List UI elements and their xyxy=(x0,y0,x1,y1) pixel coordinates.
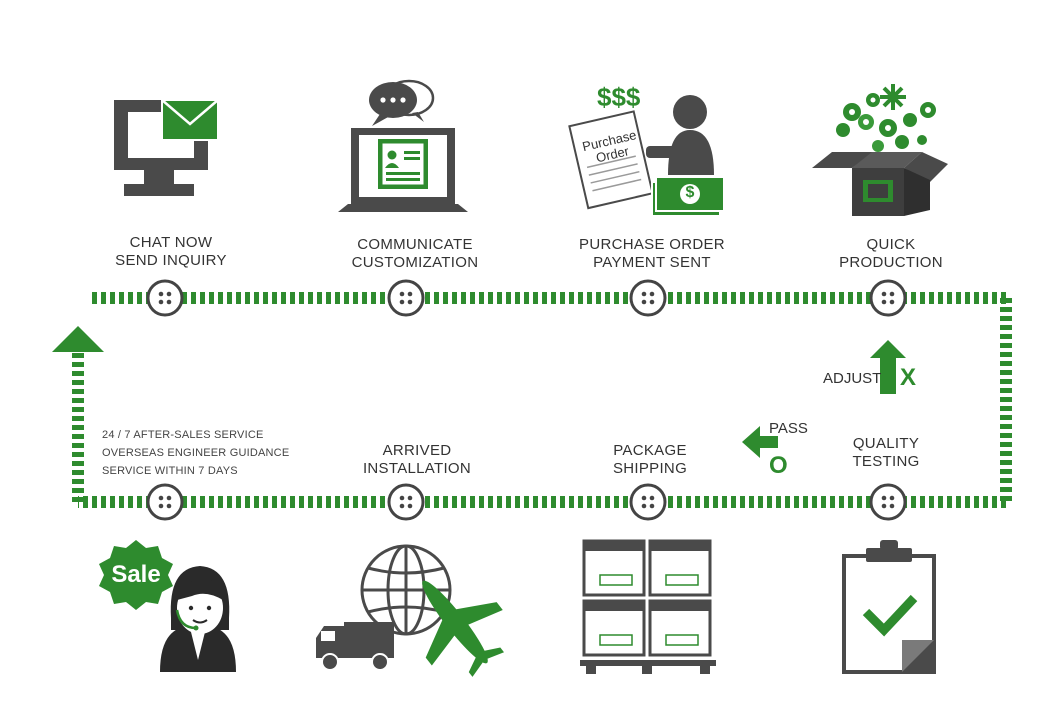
step-label-quality-line2: TESTING xyxy=(852,453,920,470)
node-quality xyxy=(869,483,907,521)
step-label-shipping-line1: PACKAGE xyxy=(613,442,687,459)
adjust-label: ADJUST xyxy=(823,370,882,387)
adjust-arrow-icon xyxy=(870,340,906,394)
pallet-boxes-icon xyxy=(580,539,716,674)
step-label-chat: CHAT NOW SEND INQUIRY xyxy=(71,234,271,270)
step-label-communicate: COMMUNICATE CUSTOMIZATION xyxy=(315,236,515,272)
step-label-production: QUICK PRODUCTION xyxy=(791,236,991,272)
step-label-shipping: PACKAGE SHIPPING xyxy=(550,442,750,478)
step-label-purchase-line2: PAYMENT SENT xyxy=(593,254,711,271)
truck-icon xyxy=(316,622,394,671)
node-shipping xyxy=(629,483,667,521)
service-line-1: 24 / 7 after-sales service xyxy=(102,429,264,441)
dollar-sign: $ xyxy=(685,184,695,201)
pass-arrow-icon xyxy=(742,426,778,458)
step-label-installation: ARRIVED INSTALLATION xyxy=(317,442,517,478)
step-label-shipping-line2: SHIPPING xyxy=(612,460,688,477)
node-production xyxy=(869,279,907,317)
step-label-communicate-line2: CUSTOMIZATION xyxy=(351,254,479,271)
pass-label: PASS xyxy=(769,420,808,437)
adjust-x-mark: X xyxy=(900,364,917,391)
globe-truck-plane-icon xyxy=(316,544,505,677)
after-sales-service-text: 24 / 7 after-sales service overseas engi… xyxy=(102,426,289,480)
step-label-purchase-line1: PURCHASE ORDER xyxy=(579,236,725,253)
computer-mail-icon xyxy=(114,99,219,196)
arrow-up-icon xyxy=(52,326,104,352)
clipboard-check-icon xyxy=(842,540,936,674)
money-text: $$$ xyxy=(597,82,641,112)
step-label-communicate-line1: COMMUNICATE xyxy=(357,236,473,253)
node-purchase xyxy=(629,279,667,317)
step-label-purchase: PURCHASE ORDER PAYMENT SENT xyxy=(552,236,752,272)
step-label-production-line1: QUICK xyxy=(866,236,916,253)
step-nodes xyxy=(146,279,907,521)
step-label-quality-line1: QUALITY xyxy=(852,435,920,452)
pass-o-mark: O xyxy=(769,452,788,479)
sale-badge-shape xyxy=(99,540,173,610)
step-label-production-line2: PRODUCTION xyxy=(839,254,943,271)
star-part xyxy=(880,84,906,110)
node-communicate xyxy=(387,279,425,317)
purchase-order-icon xyxy=(568,95,725,217)
laptop-chat-icon xyxy=(338,79,468,212)
process-track xyxy=(72,292,1012,508)
step-label-chat-line1: CHAT NOW xyxy=(129,234,213,251)
service-line-3: service within 7 days xyxy=(102,465,238,477)
support-sale-icon xyxy=(99,540,236,672)
globe-icon xyxy=(360,544,452,636)
node-holes xyxy=(158,291,895,509)
step-label-quality: QUALITY TESTING xyxy=(786,435,986,471)
sale-badge-text: Sale xyxy=(111,561,161,588)
airplane-icon xyxy=(422,580,505,677)
production-box-icon xyxy=(812,84,948,216)
node-chat xyxy=(146,279,184,317)
node-service xyxy=(146,483,184,521)
node-installation xyxy=(387,483,425,521)
step-label-installation-line2: INSTALLATION xyxy=(362,460,472,477)
purchase-order-paper xyxy=(568,110,654,210)
step-label-installation-line1: ARRIVED xyxy=(382,442,452,459)
service-line-2: overseas engineer guidance xyxy=(102,447,290,459)
step-label-chat-line2: SEND INQUIRY xyxy=(115,252,227,269)
